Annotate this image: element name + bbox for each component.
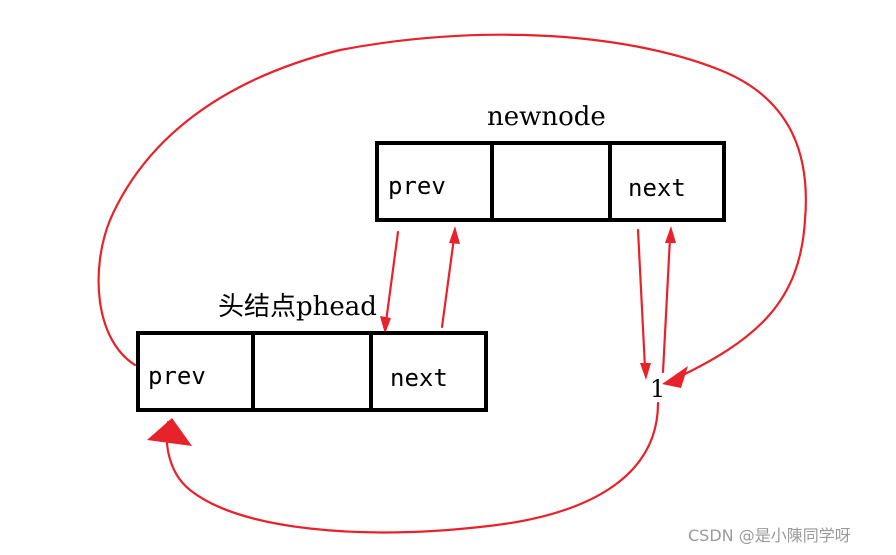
- phead-next-to-newnode-arrowhead: [449, 226, 460, 244]
- phead-next-field: next: [390, 364, 448, 392]
- tail-to-newnode-next-arrowhead: [665, 226, 676, 243]
- loop-curve-top-arrowhead: [662, 366, 688, 388]
- newnode-prev-field: prev: [388, 172, 446, 200]
- newnode-prev-to-phead-next-arrowhead: [380, 316, 391, 334]
- newnode-title: newnode: [487, 102, 606, 132]
- loop-curve-bottom: [165, 401, 660, 534]
- tail-label: 1: [650, 375, 665, 403]
- newnode-next-to-tail-arrow: [636, 228, 647, 370]
- watermark: CSDN @是小陳同学呀: [688, 526, 851, 545]
- newnode-next-to-tail-arrowhead: [640, 363, 651, 380]
- phead-box: [136, 331, 488, 412]
- newnode-next-field: next: [628, 174, 686, 202]
- tail-to-newnode-next-arrow: [661, 236, 672, 374]
- phead-title: 头结点phead: [218, 292, 377, 322]
- newnode-prev-to-phead-next-arrow: [384, 230, 400, 324]
- loop-curve-bottom-arrowhead: [147, 418, 192, 446]
- loop-curve-top: [97, 33, 807, 384]
- phead-next-to-newnode-arrow: [440, 236, 456, 329]
- newnode-box: [375, 141, 726, 222]
- phead-prev-field: prev: [148, 362, 206, 390]
